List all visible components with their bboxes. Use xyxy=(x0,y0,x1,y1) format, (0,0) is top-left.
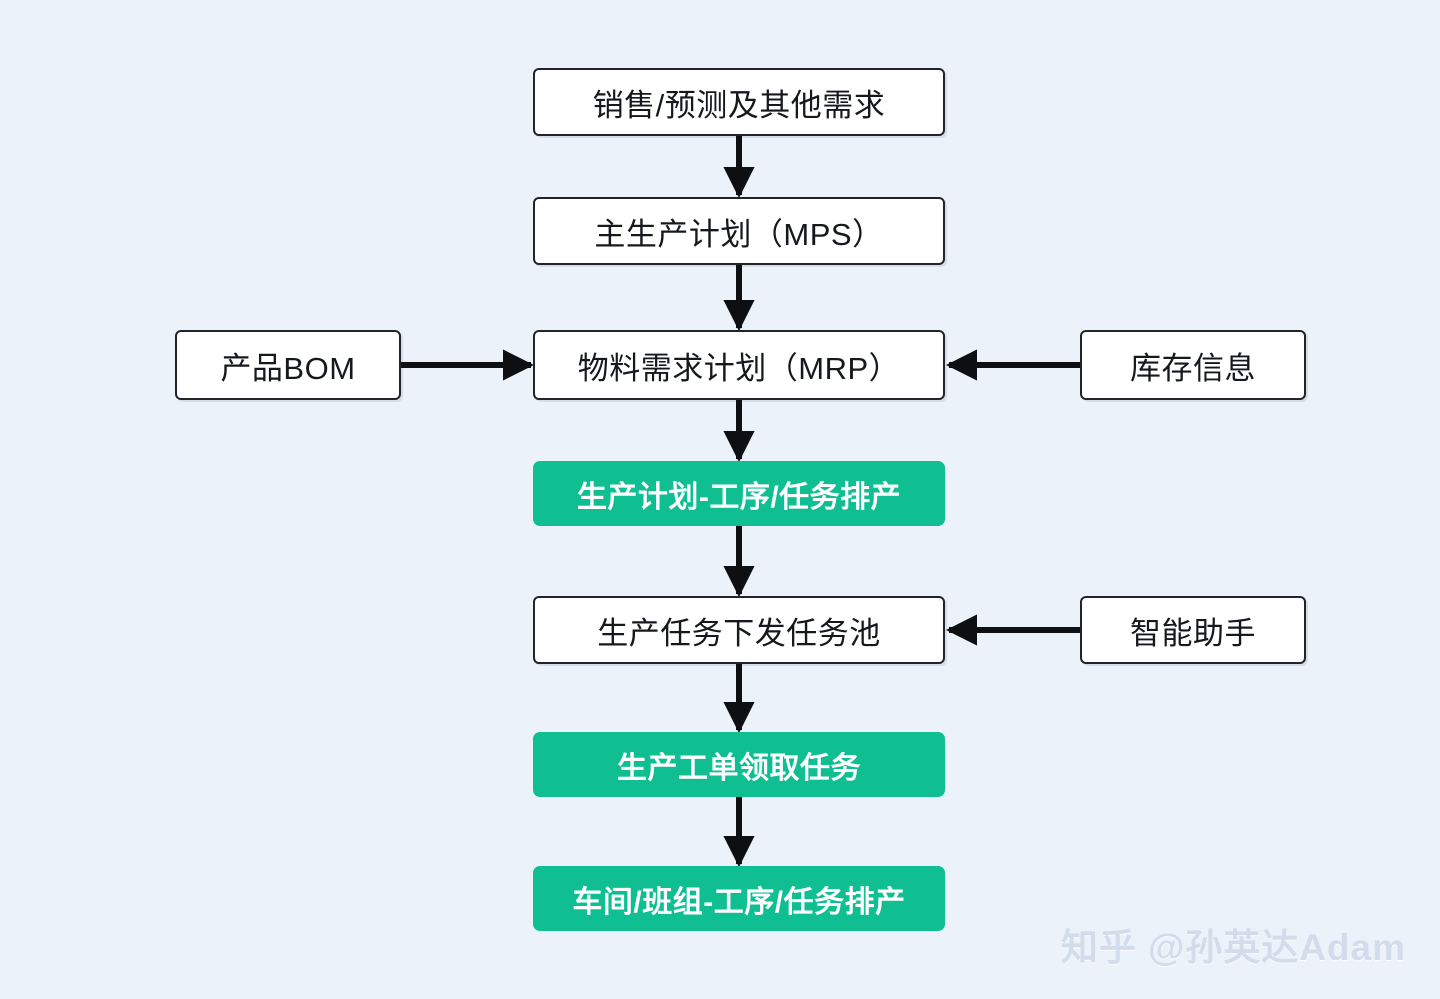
node-workshop-team-schedule[interactable]: 车间/班组-工序/任务排产 xyxy=(533,866,945,931)
node-plan-schedule-label: 生产计划-工序/任务排产 xyxy=(576,480,902,514)
node-inventory-label: 库存信息 xyxy=(1130,350,1256,386)
node-task-pool[interactable]: 生产任务下发任务池 xyxy=(533,596,945,664)
node-production-plan-schedule[interactable]: 生产计划-工序/任务排产 xyxy=(533,461,945,526)
node-demand[interactable]: 销售/预测及其他需求 xyxy=(533,68,945,136)
node-material-requirements-planning[interactable]: 物料需求计划（MRP） xyxy=(533,330,945,400)
node-inventory-info[interactable]: 库存信息 xyxy=(1080,330,1306,400)
node-demand-label: 销售/预测及其他需求 xyxy=(592,87,886,123)
node-assistant-label: 智能助手 xyxy=(1130,615,1256,651)
node-bom-label: 产品BOM xyxy=(220,350,356,386)
node-work-order-label: 生产工单领取任务 xyxy=(617,751,861,785)
node-mps-label: 主生产计划（MPS） xyxy=(594,216,884,252)
node-master-production-schedule[interactable]: 主生产计划（MPS） xyxy=(533,197,945,265)
node-task-pool-label: 生产任务下发任务池 xyxy=(597,615,881,651)
node-shop-schedule-label: 车间/班组-工序/任务排产 xyxy=(572,885,906,919)
node-product-bom[interactable]: 产品BOM xyxy=(175,330,401,400)
node-work-order-claim-task[interactable]: 生产工单领取任务 xyxy=(533,732,945,797)
node-mrp-label: 物料需求计划（MRP） xyxy=(577,350,901,386)
node-smart-assistant[interactable]: 智能助手 xyxy=(1080,596,1306,664)
watermark: 知乎 @孙英达Adam xyxy=(1060,927,1406,968)
